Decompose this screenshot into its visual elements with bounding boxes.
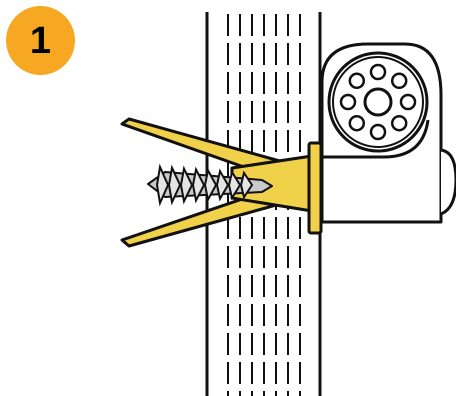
screw-icon bbox=[147, 163, 273, 207]
camera-mount-icon bbox=[320, 42, 456, 224]
step-number-badge: 1 bbox=[6, 6, 75, 75]
step-number: 1 bbox=[29, 19, 52, 62]
wall-anchor-icon bbox=[120, 117, 323, 248]
